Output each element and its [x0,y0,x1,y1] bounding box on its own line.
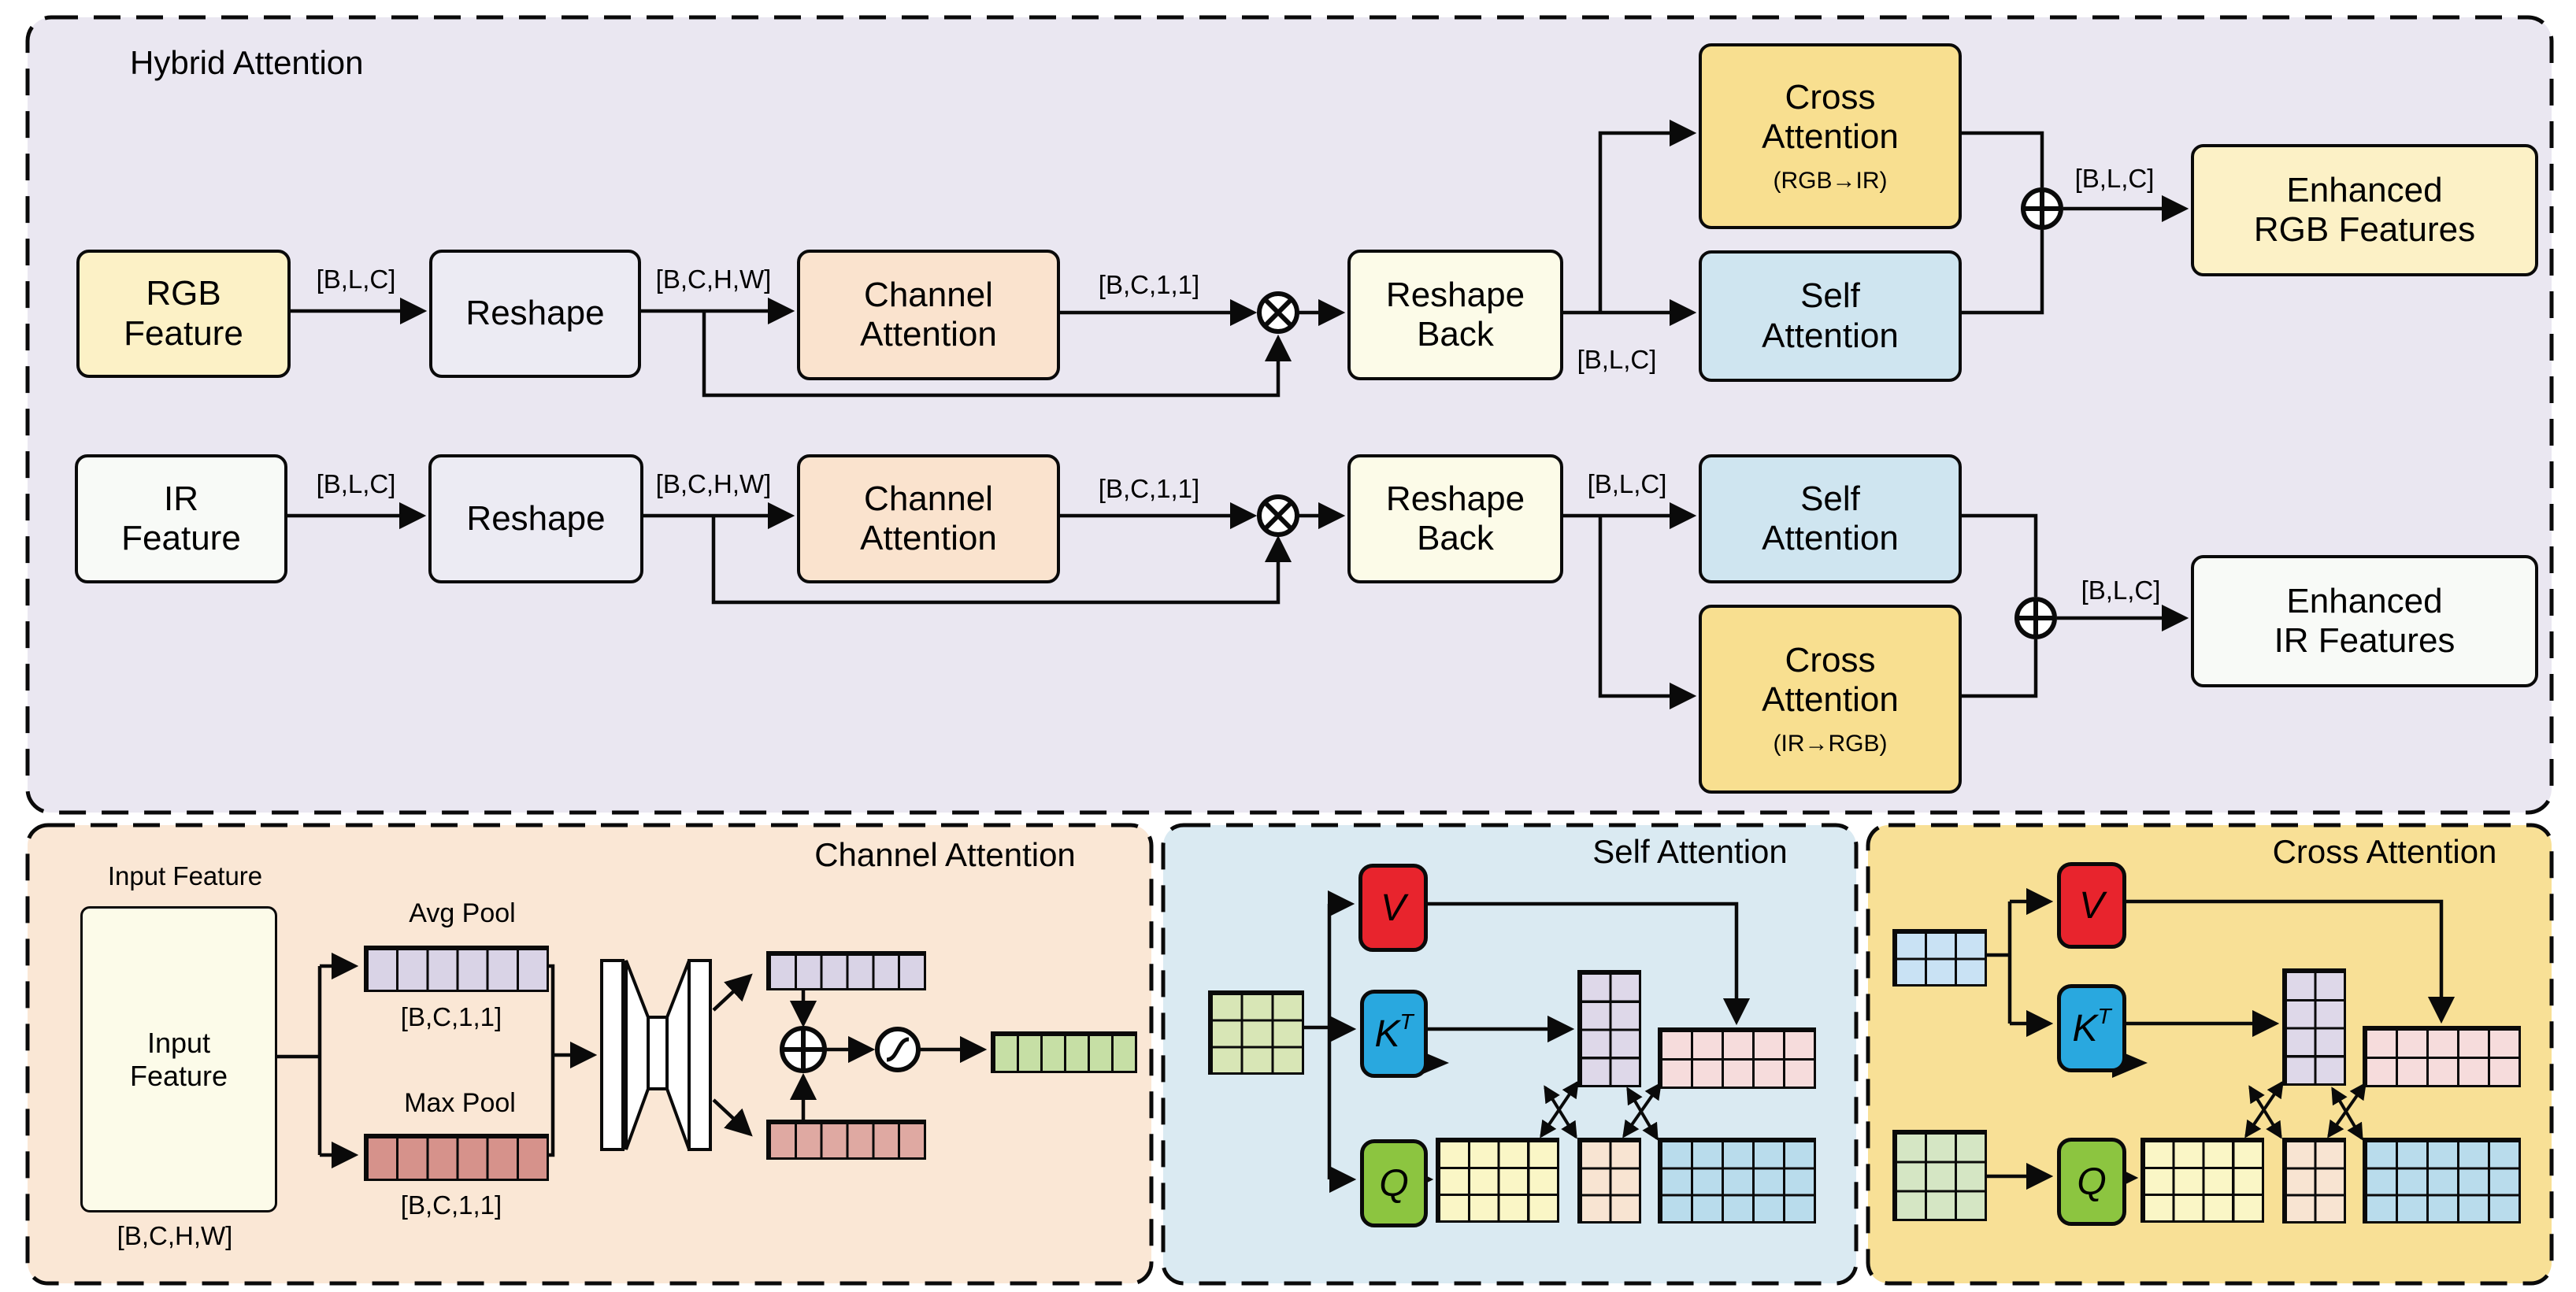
input-feature-box: Input Feature [80,906,277,1212]
max-pool-label: Max Pool [404,1088,516,1118]
self-scores-matrix [1577,1138,1641,1224]
rgb-cross-attention-box: Cross Attention (RGB→IR) [1699,43,1962,229]
sigmoid-icon [875,1027,921,1072]
dim-label: [B,L,C] [2074,164,2155,193]
mlp-avg-output-vector [766,951,926,990]
v-label: V [1380,887,1406,929]
dim-label: [B,L,C] [1587,469,1667,498]
k-transpose-sup: T [1399,1009,1414,1034]
ir-row-wires [281,502,2189,710]
v-label: V [2078,884,2104,927]
ir-reshape-box: Reshape [428,454,643,583]
self-matmul-arrows [1540,1080,1662,1141]
cross-q-input-grid [1892,1130,1987,1221]
cross-v-chip: V [2057,862,2126,949]
k-transpose-sup: T [2097,1004,2111,1028]
multiply-icon [1257,494,1299,537]
channel-weights-vector [991,1031,1137,1073]
dim-label: [B,C,1,1] [400,1002,502,1031]
rgb-reshape-back-box: Reshape Back [1347,250,1563,380]
dim-label: [B,L,C] [316,469,396,498]
multiply-icon [1257,291,1299,334]
dim-label: [B,C,1,1] [1098,474,1200,503]
ir-reshape-back-box: Reshape Back [1347,454,1563,583]
cross-v-matrix [2363,1026,2521,1087]
k-label: K [1374,1012,1400,1055]
cross-attention-title: Cross Attention [2272,833,2497,870]
self-output-matrix [1658,1138,1816,1224]
rgb-feature-box: RGB Feature [76,250,291,378]
self-attention-title: Self Attention [1592,833,1788,870]
self-q-matrix [1436,1138,1559,1223]
enhanced-rgb-features-box: Enhanced RGB Features [2191,144,2538,276]
cross-kv-input-grid [1892,929,1987,987]
ir-channel-attention-box: Channel Attention [797,454,1060,583]
rgb-cross-attention-label: Cross Attention [1762,77,1899,156]
cross-kt-matrix [2282,968,2346,1086]
self-v-matrix [1658,1027,1816,1089]
avg-pool-vector [364,946,549,992]
cross-output-matrix [2363,1138,2521,1224]
ir-cross-attention-label: Cross Attention [1762,640,1899,719]
rgb-self-attention-box: Self Attention [1699,250,1962,382]
cross-matmul-arrows [2244,1080,2367,1141]
rgb-row-wires [284,119,2189,398]
self-v-chip: V [1358,864,1428,952]
ir-self-attention-box: Self Attention [1699,454,1962,583]
input-feature-label: Input Feature [107,861,263,890]
self-panel-wires [1299,890,1751,1194]
dim-label: [B,L,C] [316,265,396,294]
enhanced-ir-features-box: Enhanced IR Features [2191,555,2538,687]
dim-label: [B,C,H,W] [655,469,772,498]
cross-q-matrix [2140,1138,2264,1223]
dim-label: [B,C,1,1] [1098,270,1200,299]
q-label: Q [1379,1162,1409,1205]
ir-feature-box: IR Feature [75,454,287,583]
self-input-grid [1208,990,1304,1075]
self-q-chip: Q [1360,1139,1428,1227]
rgb-cross-attention-direction: (RGB→IR) [1773,168,1888,194]
dim-label: [B,C,1,1] [400,1190,502,1220]
channel-attention-title: Channel Attention [814,836,1076,873]
dim-label: [B,L,C] [1577,345,1657,374]
max-pool-vector [364,1134,549,1181]
mlp-max-output-vector [766,1120,926,1160]
self-kt-matrix [1577,970,1641,1087]
ir-cross-attention-box: Cross Attention (IR→RGB) [1699,605,1962,794]
add-icon [2014,597,2057,639]
shared-mlp-bottleneck [600,959,712,1151]
dim-label: [B,L,C] [2081,576,2161,605]
cross-scores-matrix [2282,1138,2346,1224]
ir-cross-attention-direction: (IR→RGB) [1773,731,1888,757]
avg-pool-label: Avg Pool [409,898,516,928]
rgb-reshape-box: Reshape [429,250,641,378]
hybrid-attention-title: Hybrid Attention [130,44,364,81]
rgb-channel-attention-box: Channel Attention [797,250,1060,380]
k-label: K [2072,1007,2098,1050]
dim-label: [B,C,H,W] [655,265,772,294]
add-icon [780,1026,827,1073]
cross-q-chip: Q [2057,1138,2126,1226]
q-label: Q [2077,1161,2107,1203]
dim-label: [B,C,H,W] [117,1221,233,1250]
add-icon [2021,187,2063,230]
